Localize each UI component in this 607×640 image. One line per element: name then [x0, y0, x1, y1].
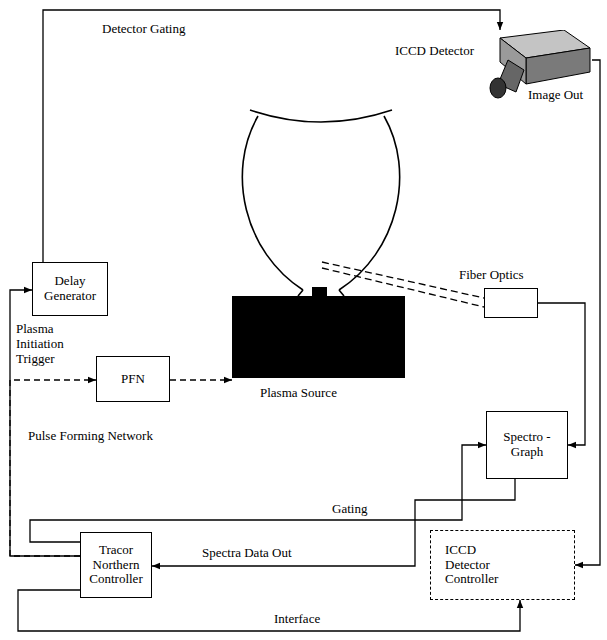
signal-label: Gating: [330, 502, 369, 517]
chamber-wall: [242, 116, 303, 290]
controller-box: ICCD Detector Controller: [430, 530, 575, 600]
plasma-source-block: Plasma Source: [232, 296, 405, 378]
device-label: ICCD Detector: [395, 44, 474, 59]
fiber-optic-coupler: Fiber Optics: [484, 288, 538, 318]
box-label: Spectro - Graph: [491, 430, 563, 460]
signal-label: Interface: [272, 612, 322, 627]
process-box: Delay Generator: [32, 262, 108, 316]
chamber-wall: [339, 116, 400, 290]
camera-body: [526, 48, 590, 84]
box-label: PFN: [121, 372, 145, 387]
signal-connector: [575, 60, 600, 565]
signal-connector: [170, 379, 232, 380]
chamber-rim: [250, 110, 392, 122]
box-label: Tracor Northern Controller: [85, 543, 147, 588]
signal-label: Image Out: [526, 88, 585, 103]
box-label: ICCD Detector Controller: [445, 543, 517, 588]
device-label: Fiber Optics: [459, 268, 524, 283]
signal-label: Detector Gating: [100, 22, 187, 37]
process-box: Spectro - Graph: [486, 411, 568, 479]
caption-label: Pulse Forming Network: [28, 428, 153, 444]
box-label: Delay Generator: [37, 274, 103, 304]
signal-connector: [30, 445, 486, 542]
signal-connector: [43, 10, 500, 262]
process-box: PFN: [96, 356, 170, 402]
signal-label: Plasma Initiation Trigger: [14, 322, 82, 367]
controller-box: Tracor Northern Controller: [80, 532, 152, 598]
device-label: Plasma Source: [260, 386, 337, 401]
camera-lens: [490, 78, 506, 98]
signal-connector: [10, 380, 96, 556]
signal-label: Spectra Data Out: [200, 546, 294, 561]
